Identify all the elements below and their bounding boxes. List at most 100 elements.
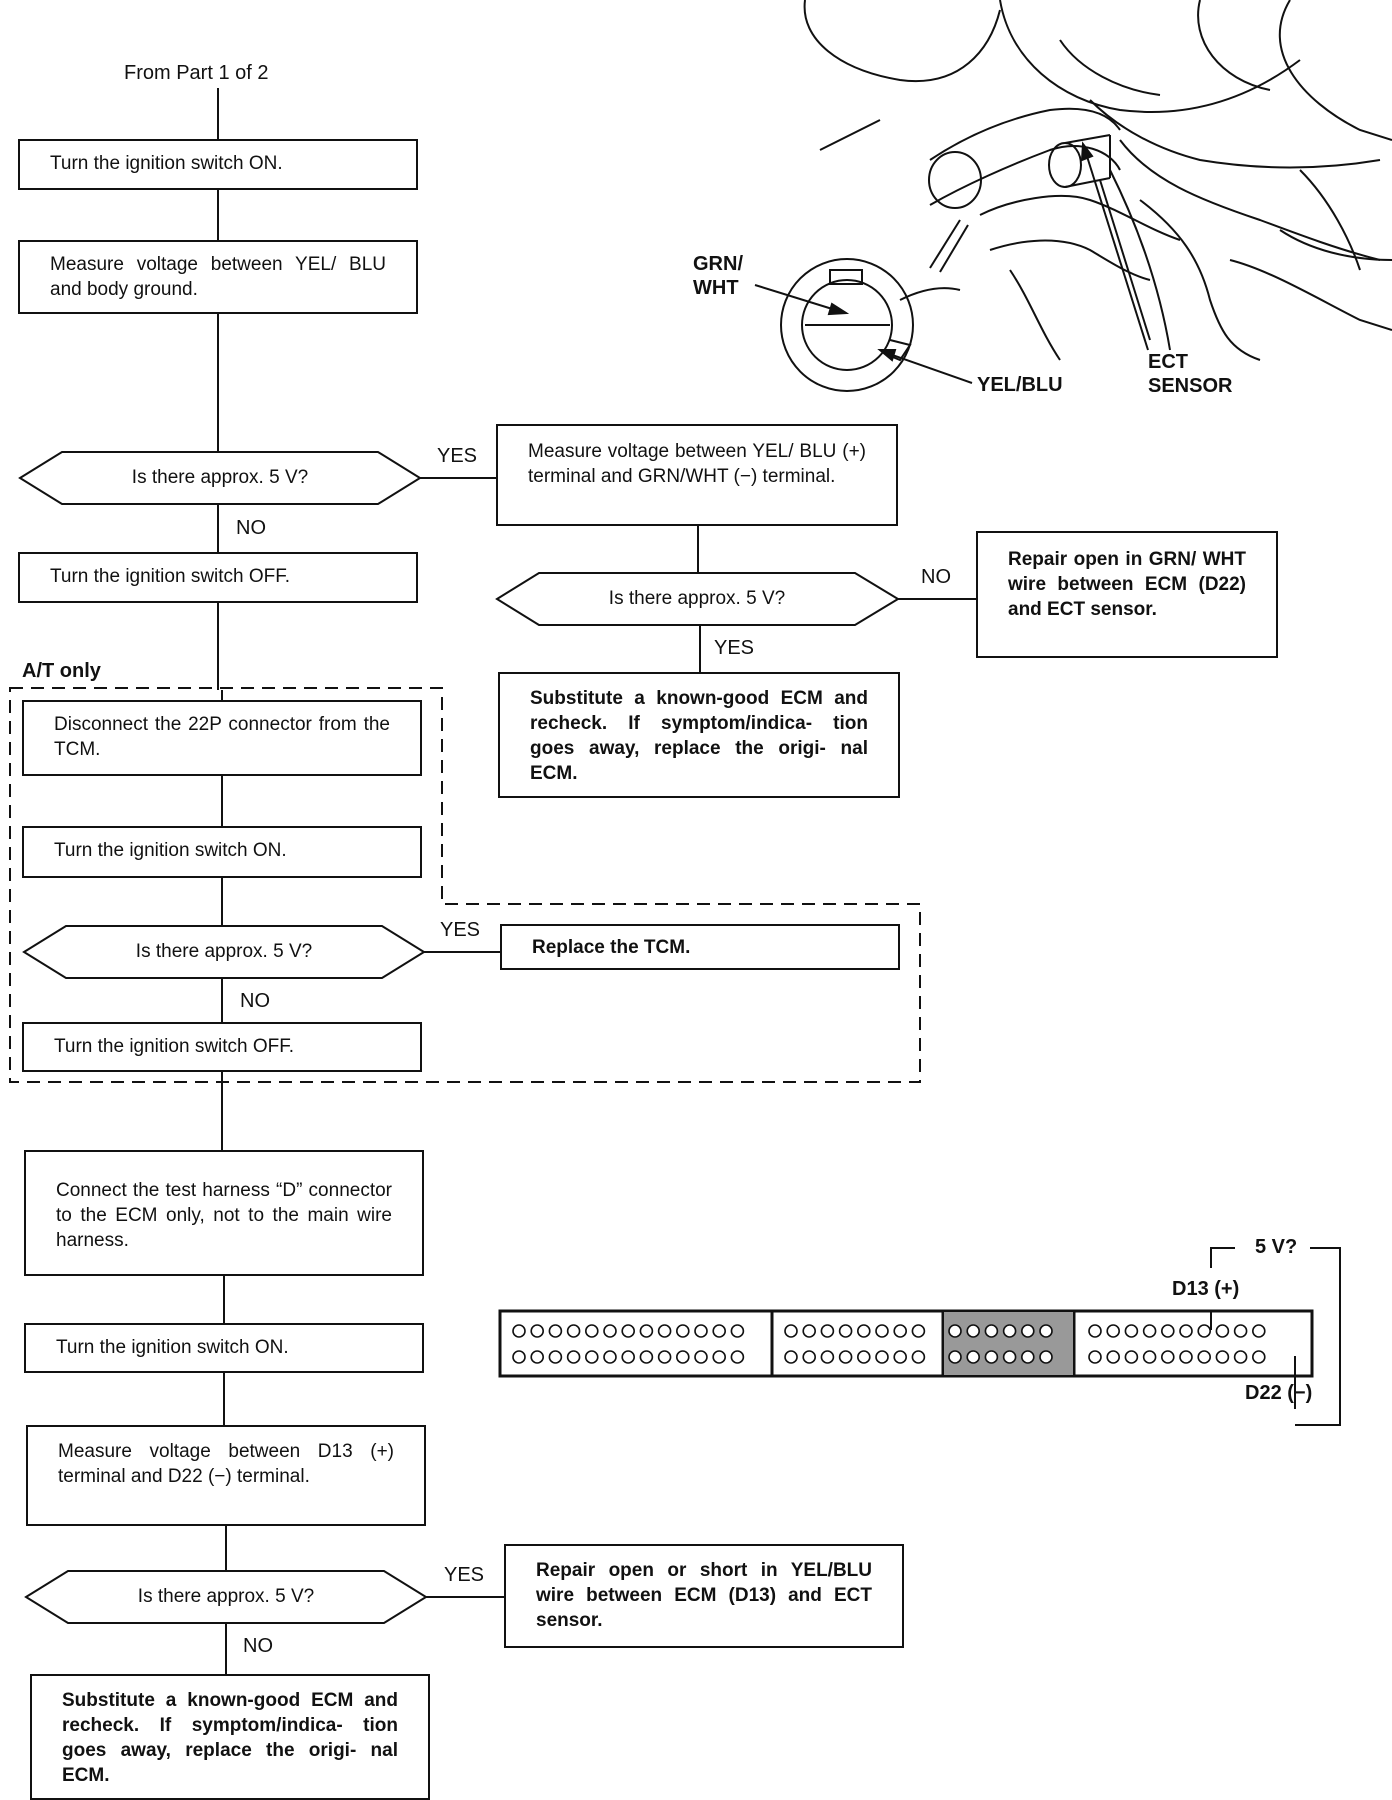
step-ignition-on-3: Turn the ignition switch ON. (24, 1323, 424, 1373)
connector-pin (1021, 1350, 1035, 1364)
connector-pin (893, 1350, 908, 1364)
decision-diamond-4 (24, 1570, 428, 1624)
connector-pin (1252, 1350, 1266, 1364)
connector-pin (584, 1324, 599, 1338)
d2-no-label: NO (921, 566, 951, 588)
connector-pin (1002, 1350, 1017, 1364)
step-measure-d13-d22: Measure voltage between D13 (+) terminal… (26, 1425, 426, 1526)
connector-pin (1088, 1350, 1102, 1364)
connector-pin (548, 1324, 563, 1338)
connector-pin (675, 1324, 690, 1338)
connector-pin (1039, 1324, 1053, 1338)
connector-pin (1142, 1350, 1157, 1364)
step-measure-yelblu-ground: Measure voltage between YEL/ BLU and bod… (18, 240, 418, 314)
yel-blu-callout: YEL/BLU (977, 374, 1063, 396)
connector-pin (802, 1324, 817, 1338)
connector-pin (712, 1324, 727, 1338)
connector-pin (966, 1324, 981, 1338)
connector-pin (603, 1350, 617, 1364)
connector-pin (730, 1324, 745, 1338)
connector-pin (694, 1350, 708, 1364)
ect-sensor-callout: ECT SENSOR (1148, 351, 1233, 397)
step-ignition-on-2: Turn the ignition switch ON. (22, 826, 422, 878)
d3-yes-label: YES (440, 919, 481, 941)
connector-pin (948, 1324, 962, 1338)
connector-pin (784, 1350, 798, 1364)
connector-pin (1106, 1324, 1120, 1338)
decision-diamond-1 (18, 451, 422, 505)
decision-diamond-3 (22, 925, 426, 979)
connector-pin (1124, 1324, 1139, 1338)
connector-pin (875, 1350, 889, 1364)
step-measure-yelblu-grnwht: Measure voltage between YEL/ BLU (+) ter… (496, 424, 898, 526)
result-replace-tcm: Replace the TCM. (500, 924, 900, 970)
connector-pin (657, 1324, 672, 1338)
decision-text-3: Is there approx. 5 V? (135, 941, 313, 962)
connector-pin (694, 1324, 708, 1338)
connector-pin (802, 1350, 817, 1364)
connector-pin (820, 1350, 835, 1364)
connector-pin (1197, 1350, 1211, 1364)
connector-pin (1233, 1324, 1248, 1338)
connector-pin (1142, 1324, 1157, 1338)
connector-pin (621, 1350, 636, 1364)
decision-text-2: Is there approx. 5 V? (608, 588, 786, 609)
connector-pin (657, 1350, 672, 1364)
connector-pin (1179, 1350, 1193, 1364)
connector-pin (1161, 1350, 1175, 1364)
result-repair-grn-wht: Repair open in GRN/ WHT wire between ECM… (976, 531, 1278, 658)
connector-pin (512, 1324, 526, 1338)
connector-pin (566, 1324, 581, 1338)
connector-pin (1002, 1324, 1017, 1338)
d22-terminal-label: D22 (−) (1245, 1382, 1313, 1404)
d4-yes-label: YES (444, 1564, 485, 1586)
connector-pin (566, 1350, 581, 1364)
ecm-connector-d (498, 1247, 1341, 1426)
start-label: From Part 1 of 2 (124, 62, 269, 84)
connector-pin (948, 1350, 962, 1364)
connector-pin (675, 1350, 690, 1364)
connector-pin (530, 1324, 545, 1338)
connector-pin (639, 1350, 654, 1364)
d1-no-label: NO (236, 517, 266, 539)
decision-diamond-2 (495, 572, 900, 626)
connector-pin (838, 1350, 853, 1364)
connector-pin (838, 1324, 853, 1338)
connector-pin (584, 1350, 599, 1364)
connector-pin (548, 1350, 563, 1364)
result-substitute-ecm-2: Substitute a known-good ECM and recheck.… (30, 1674, 430, 1800)
connector-pin (1106, 1350, 1120, 1364)
connector-pin (1021, 1324, 1035, 1338)
result-substitute-ecm-1: Substitute a known-good ECM and recheck.… (498, 672, 900, 798)
connector-pin (530, 1350, 545, 1364)
connector-pin (712, 1350, 727, 1364)
connector-pin (1252, 1324, 1266, 1338)
grn-wht-callout: GRN/ WHT (693, 253, 743, 299)
result-repair-yel-blu: Repair open or short in YEL/BLU wire bet… (504, 1544, 904, 1648)
connector-pin (984, 1350, 999, 1364)
engine-illustration (780, 0, 1392, 392)
at-only-label: A/T only (22, 660, 101, 682)
connector-pin (1233, 1350, 1248, 1364)
connector-pin (639, 1324, 654, 1338)
connector-pin (1215, 1350, 1230, 1364)
decision-text-4: Is there approx. 5 V? (137, 1586, 315, 1607)
connector-pin (820, 1324, 835, 1338)
connector-pin (1088, 1324, 1102, 1338)
connector-pin (1179, 1324, 1193, 1338)
connector-pin (512, 1350, 526, 1364)
step-connect-test-harness: Connect the test harness “D” connector t… (24, 1150, 424, 1276)
connector-pin (856, 1324, 871, 1338)
connector-pin (893, 1324, 908, 1338)
d13-terminal-label: D13 (+) (1172, 1278, 1240, 1300)
connector-pin (1161, 1324, 1175, 1338)
connector-pin (966, 1350, 981, 1364)
voltage-query-label: 5 V? (1255, 1236, 1298, 1258)
connector-pin (784, 1324, 798, 1338)
d3-no-label: NO (240, 990, 270, 1012)
connector-pin (984, 1324, 999, 1338)
step-ignition-off-1: Turn the ignition switch OFF. (18, 552, 418, 603)
connector-pin (1197, 1324, 1211, 1338)
connector-pin (856, 1350, 871, 1364)
